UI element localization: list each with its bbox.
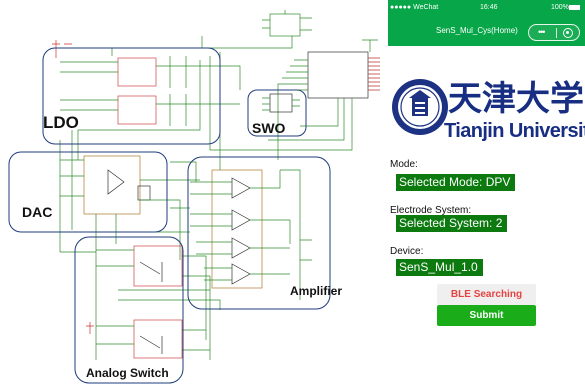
carrier-text: ●●●●● WeChat bbox=[390, 4, 439, 11]
electrode-system-label: Electrode System: bbox=[390, 205, 472, 216]
analog-switch-block-outline bbox=[74, 236, 184, 384]
top-chip bbox=[269, 13, 301, 37]
wechat-mini-program-screen: ●●●●● WeChat 16:46 100% SenS_Mul_Cys(Hom… bbox=[388, 0, 585, 384]
ble-search-button[interactable]: BLE Searching bbox=[437, 284, 536, 305]
mode-label: Mode: bbox=[390, 159, 418, 170]
electrode-system-value[interactable]: Selected System: 2 bbox=[396, 215, 508, 232]
battery-icon bbox=[569, 5, 580, 10]
swo-chip bbox=[269, 93, 293, 113]
status-bar: ●●●●● WeChat 16:46 100% bbox=[388, 0, 585, 15]
mini-program-capsule: ••• bbox=[528, 24, 580, 41]
dac-block-outline bbox=[8, 151, 168, 233]
mcu-chip bbox=[307, 51, 369, 99]
university-seal-icon bbox=[392, 79, 448, 135]
ldo-label: LDO bbox=[43, 113, 79, 132]
analog-switch-label: Analog Switch bbox=[86, 366, 169, 380]
device-value[interactable]: SenS_Mul_1.0 bbox=[396, 259, 483, 276]
mode-value[interactable]: Selected Mode: DPV bbox=[396, 174, 516, 191]
swo-label: SWO bbox=[252, 120, 286, 136]
university-chinese-name: 天津大学 bbox=[448, 79, 584, 119]
device-label: Device: bbox=[390, 246, 424, 257]
swo-block-outline bbox=[247, 89, 307, 137]
university-logo: 天津大学 bbox=[392, 79, 584, 135]
battery-text: 100% bbox=[551, 4, 569, 11]
page-title: SenS_Mul_Cys(Home) bbox=[436, 26, 518, 35]
clock-text: 16:46 bbox=[480, 4, 498, 11]
dac-label: DAC bbox=[22, 204, 53, 220]
amplifier-label: Amplifier bbox=[290, 284, 343, 298]
submit-button[interactable]: Submit bbox=[437, 305, 536, 326]
target-icon[interactable] bbox=[563, 28, 573, 38]
schematic-drawing bbox=[8, 10, 382, 384]
navigation-bar: SenS_Mul_Cys(Home) ••• bbox=[388, 15, 585, 46]
ldo-block-outline bbox=[42, 47, 221, 145]
more-icon[interactable]: ••• bbox=[538, 27, 546, 37]
amplifier-block-outline bbox=[187, 156, 331, 310]
capsule-divider bbox=[556, 28, 557, 38]
university-english-name: Tianjin University bbox=[444, 120, 585, 142]
circuit-schematic: LDO SWO DAC Amplifier Analog Switch bbox=[8, 10, 382, 384]
